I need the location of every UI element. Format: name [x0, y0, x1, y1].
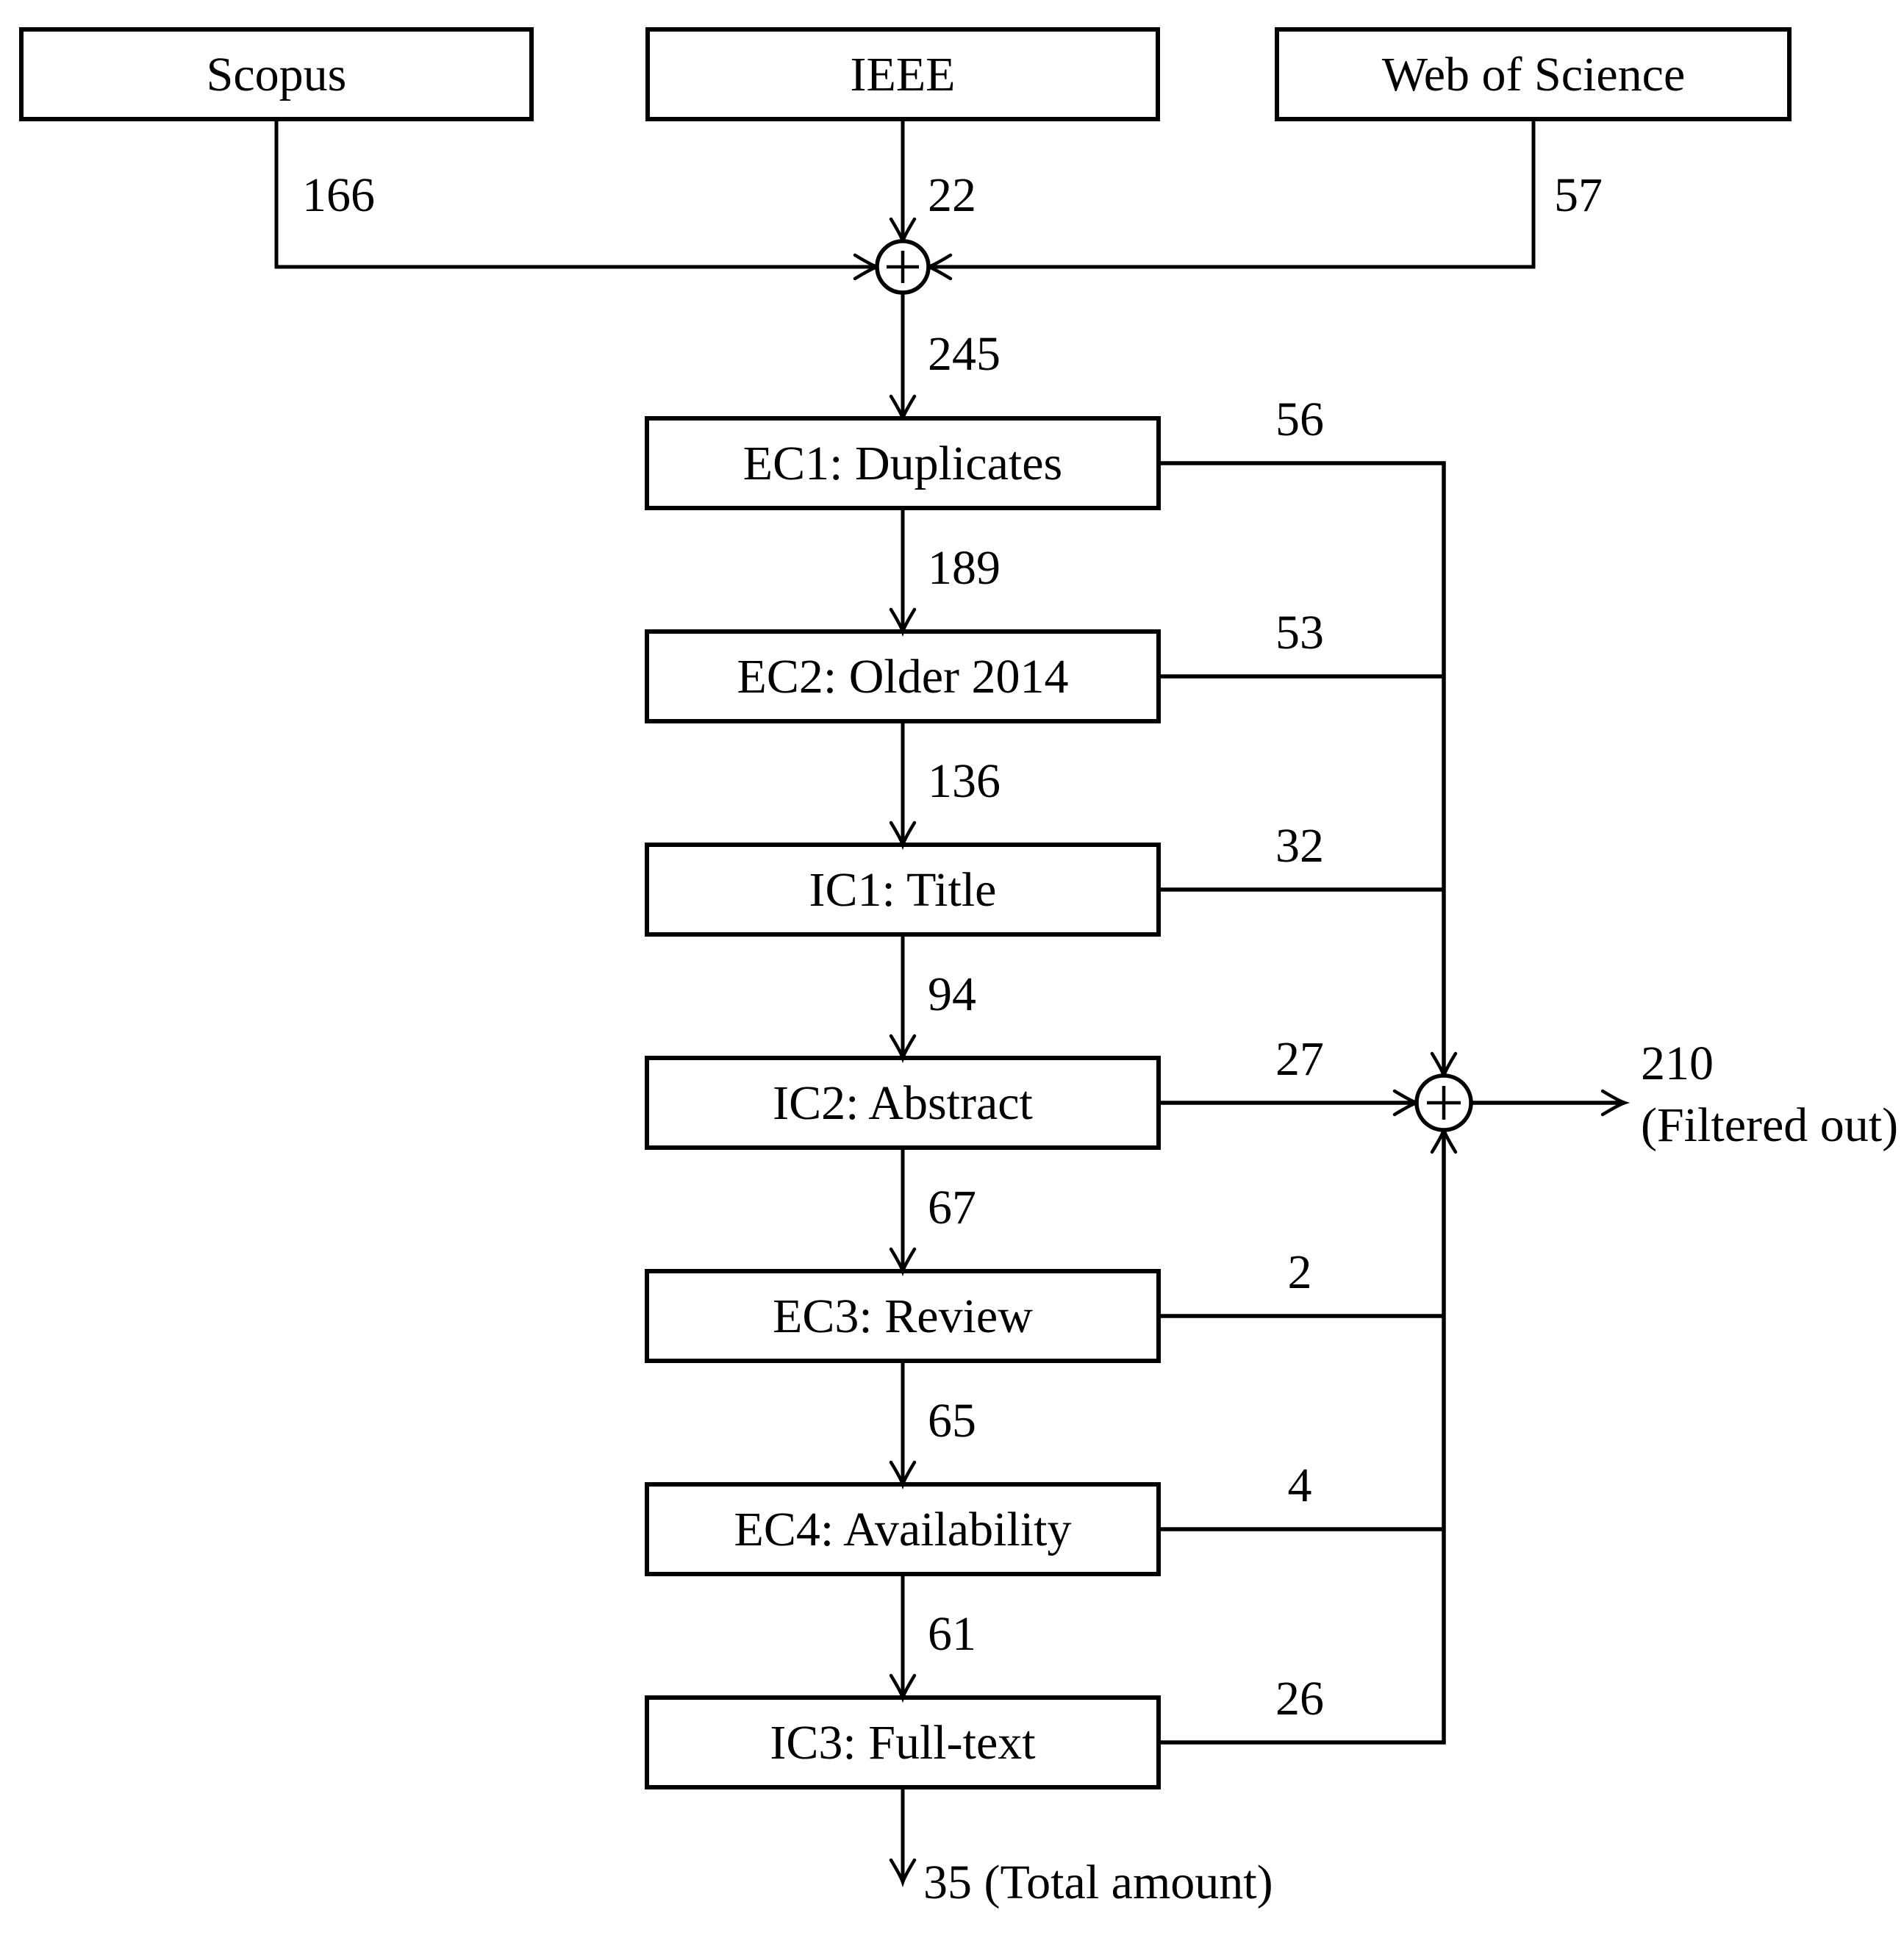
merge-junction-filtered-out: [1414, 1073, 1473, 1132]
edge-ec1-excluded-to-filter-junction: [1159, 461, 1458, 1081]
stage-box-ec1-duplicates: EC1: Duplicates: [645, 416, 1161, 510]
count-after-ec2: 136: [928, 754, 1001, 808]
ieee-box-label: IEEE: [851, 48, 956, 101]
count-excluded-ic1: 32: [1275, 819, 1324, 873]
count-after-ec3: 65: [928, 1394, 976, 1448]
ic3-box-label: IC3: Full-text: [770, 1716, 1035, 1770]
count-after-ic2: 67: [928, 1181, 976, 1234]
count-excluded-ec2: 53: [1275, 606, 1324, 659]
stage-box-ec2-older-2014: EC2: Older 2014: [645, 629, 1161, 723]
ic1-box-label: IC1: Title: [809, 863, 997, 917]
plus-icon: [887, 251, 919, 283]
count-excluded-ec1: 56: [1275, 393, 1324, 446]
count-after-ec1: 189: [928, 541, 1001, 595]
stage-box-ec3-review: EC3: Review: [645, 1269, 1161, 1363]
count-excluded-ic3: 26: [1275, 1672, 1324, 1726]
count-merged: 245: [928, 327, 1001, 381]
edge-web-of-science-to-merge: [923, 119, 1536, 281]
count-after-ic1: 94: [928, 968, 976, 1021]
web-of-science-box-label: Web of Science: [1382, 48, 1686, 101]
source-box-ieee: IEEE: [645, 27, 1160, 121]
source-box-scopus: Scopus: [19, 27, 534, 121]
ec3-box-label: EC3: Review: [773, 1290, 1033, 1343]
count-excluded-ec3: 2: [1288, 1245, 1312, 1299]
count-ieee: 22: [928, 168, 976, 222]
stage-box-ic1-title: IC1: Title: [645, 843, 1161, 937]
count-after-ec4: 61: [928, 1607, 976, 1661]
count-excluded-ec4: 4: [1288, 1459, 1312, 1512]
ieee-box-frame: [645, 27, 1160, 121]
edge-scopus-to-merge: [274, 119, 883, 281]
merge-junction-top: [875, 239, 931, 295]
ec2-box-label: EC2: Older 2014: [737, 650, 1069, 704]
count-filtered-out: 210: [1641, 1037, 1714, 1090]
scopus-box-label: Scopus: [207, 48, 347, 101]
stage-box-ec4-availability: EC4: Availability: [645, 1482, 1161, 1576]
ec3-box-frame: [645, 1269, 1161, 1363]
plus-icon: [1427, 1086, 1461, 1120]
scopus-box-frame: [19, 27, 534, 121]
ic2-box-label: IC2: Abstract: [773, 1076, 1033, 1130]
edge-ic3-excluded-to-filter-junction: [1159, 1124, 1458, 1745]
count-scopus: 166: [302, 168, 375, 222]
count-excluded-ic2: 27: [1275, 1032, 1324, 1086]
source-box-web-of-science: Web of Science: [1275, 27, 1792, 121]
stage-box-ic3-full-text: IC3: Full-text: [645, 1695, 1161, 1789]
total-amount-label: 35 (Total amount): [923, 1856, 1273, 1909]
count-web-of-science: 57: [1554, 168, 1603, 222]
filtered-out-caption: (Filtered out): [1641, 1098, 1898, 1152]
ec4-box-label: EC4: Availability: [734, 1503, 1072, 1556]
ec1-box-label: EC1: Duplicates: [743, 437, 1062, 490]
stage-box-ic2-abstract: IC2: Abstract: [645, 1056, 1161, 1150]
